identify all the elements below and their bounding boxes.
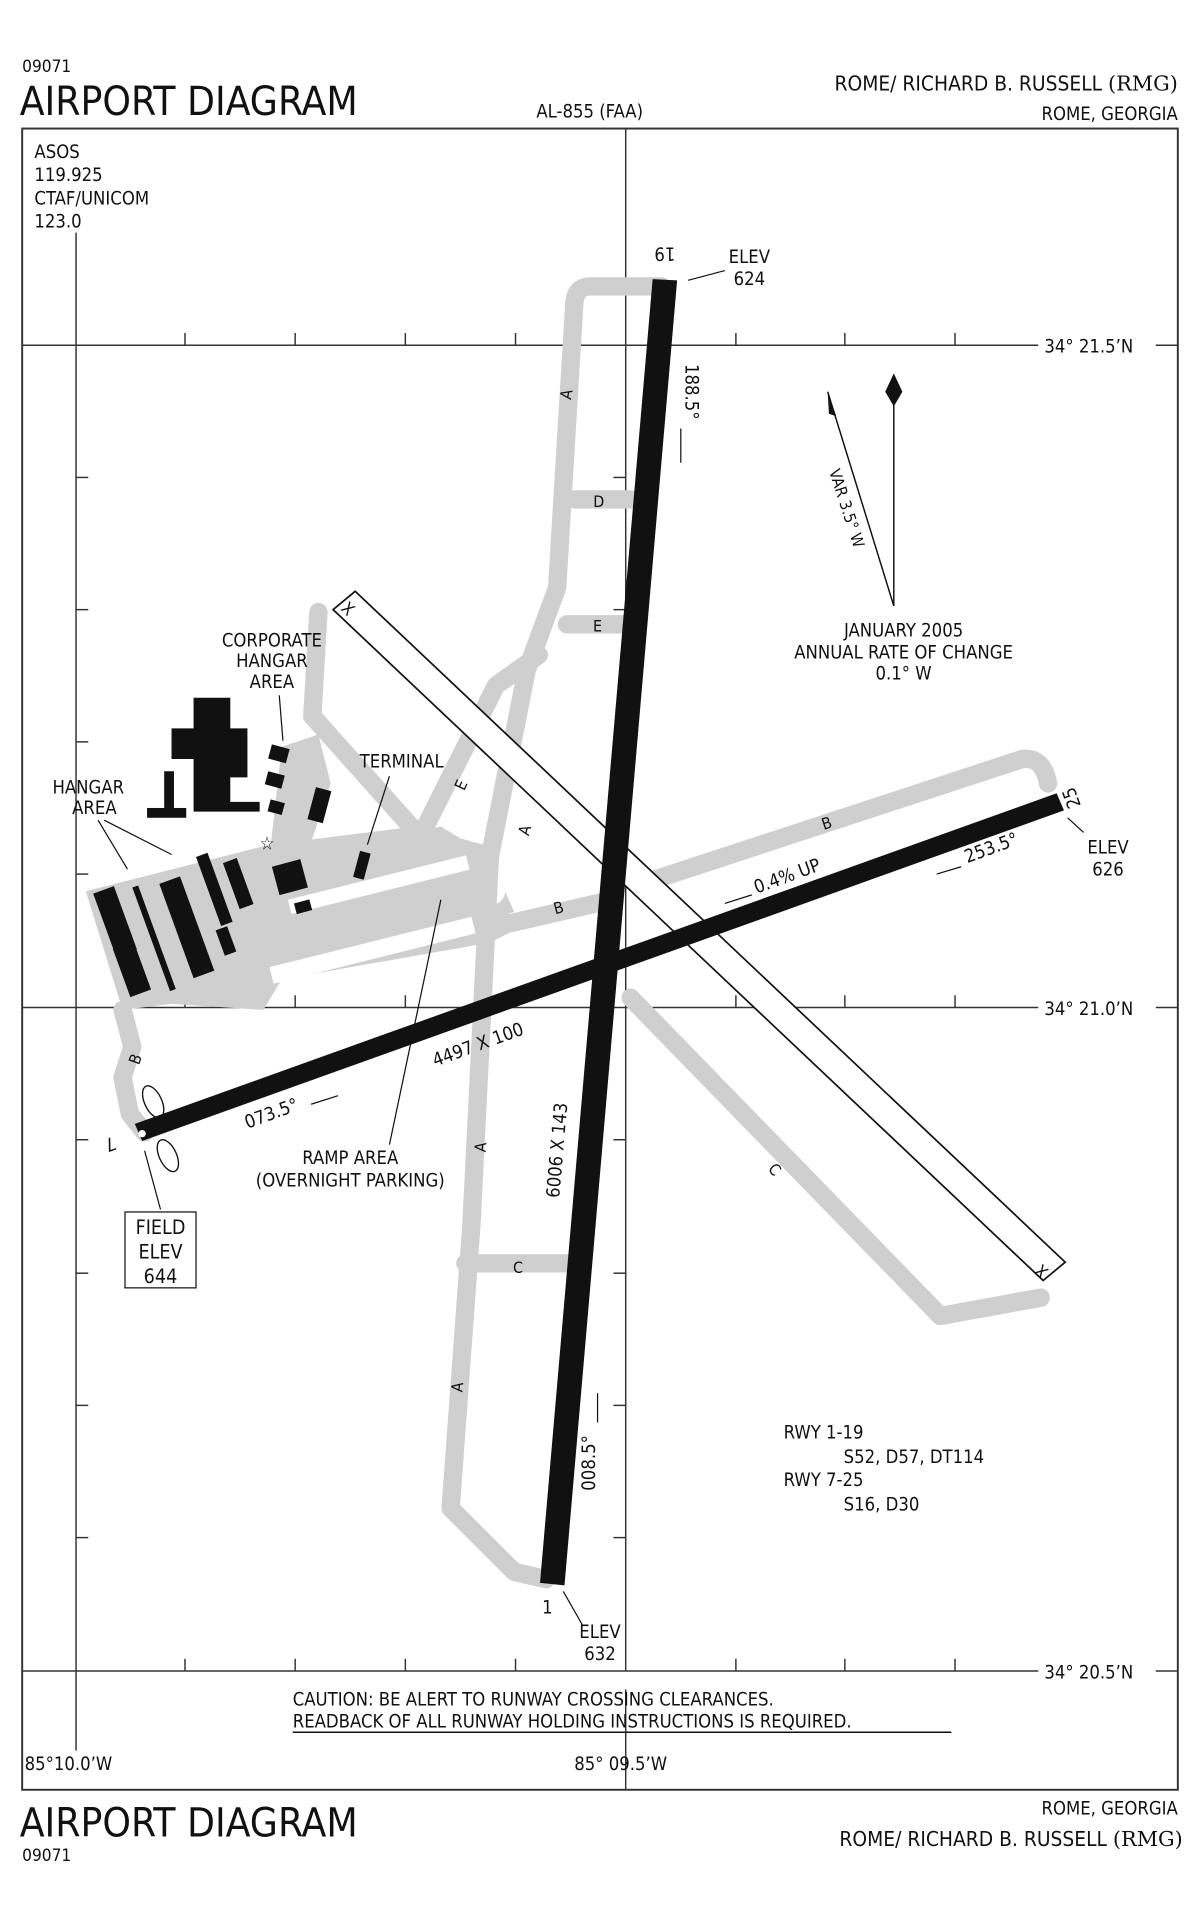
hangar-area-label: HANGAR AREA (52, 777, 172, 870)
svg-text:CTAF/UNICOM: CTAF/UNICOM (34, 188, 149, 209)
svg-text:644: 644 (144, 1265, 178, 1288)
lat-top-label: 34° 21.5’N (1044, 337, 1133, 358)
runway-strength: RWY 1-19 S52, D57, DT114 RWY 7-25 S16, D… (784, 1422, 985, 1515)
rwy1-elev-pointer (562, 1591, 584, 1627)
rwy19-elev-label: ELEV (729, 247, 771, 268)
svg-text:0.1° W: 0.1° W (876, 663, 932, 684)
buildings (93, 697, 371, 998)
svg-text:S52, D57, DT114: S52, D57, DT114 (844, 1447, 985, 1468)
wind-indicator-icon (141, 1085, 180, 1173)
rwy25-number: 25 (1059, 784, 1086, 811)
rwy1-number: 1 (542, 1598, 553, 1619)
beacon-star-icon: ☆ (260, 834, 275, 855)
svg-text:ASOS: ASOS (34, 142, 79, 163)
svg-text:HANGAR: HANGAR (52, 777, 124, 798)
lat-bottom-label: 34° 20.5’N (1044, 1662, 1133, 1683)
svg-text:B: B (551, 897, 565, 918)
rwy25-elev-pointer (1067, 817, 1084, 833)
svg-text:123.0: 123.0 (34, 212, 81, 233)
footer-title: AIRPORT DIAGRAM (20, 1799, 358, 1846)
city-state: ROME, GEORGIA (1041, 104, 1178, 125)
chart-number: 09071 (22, 57, 71, 77)
svg-text:E: E (593, 617, 602, 636)
magnetic-north-arrow-icon (827, 391, 837, 417)
svg-text:119.925: 119.925 (34, 165, 102, 186)
terminal-label: TERMINAL (359, 752, 445, 845)
svg-text:A: A (447, 1381, 467, 1393)
runway-1-19 (540, 279, 678, 1586)
rwy7-threshold-light (138, 1129, 146, 1138)
rwy7-heading-arrow (310, 1095, 339, 1105)
svg-text:(OVERNIGHT PARKING): (OVERNIGHT PARKING) (256, 1170, 445, 1191)
comms-info: ASOS 119.925 CTAF/UNICOM 123.0 (34, 142, 149, 233)
rwy19-elev-pointer (687, 269, 726, 281)
rwy1-elev: 632 (584, 1644, 616, 1665)
grid-ticks (76, 332, 956, 1672)
svg-text:A: A (514, 823, 535, 838)
svg-text:C: C (764, 1159, 785, 1180)
svg-text:AREA: AREA (250, 672, 295, 693)
svg-text:ANNUAL RATE OF CHANGE: ANNUAL RATE OF CHANGE (794, 643, 1013, 664)
svg-text:D: D (593, 492, 604, 511)
svg-text:S16, D30: S16, D30 (844, 1495, 920, 1516)
airport-name: ROME/ RICHARD B. RUSSELL (RMG) (834, 72, 1177, 96)
rwy19-number: 19 (654, 242, 675, 263)
corporate-hangar-label: CORPORATE HANGAR AREA (222, 630, 322, 741)
lon-mid-label: 85° 09.5’W (574, 1754, 667, 1775)
taxiways (113, 277, 1058, 1589)
magnetic-variation: VAR 3.5° W JANUARY 2005 ANNUAL RATE OF C… (794, 373, 1013, 684)
svg-text:A: A (556, 388, 576, 401)
svg-text:TERMINAL: TERMINAL (359, 752, 445, 773)
runway-7-25 (134, 793, 1064, 1141)
rwy25-elev-label: ELEV (1087, 837, 1129, 858)
true-north-arrow-icon (885, 373, 903, 407)
svg-text:RAMP AREA: RAMP AREA (302, 1148, 399, 1169)
svg-text:C: C (513, 1258, 523, 1277)
footer-chart-number: 09071 (22, 1846, 71, 1866)
rwy25-heading-arrow (936, 866, 962, 875)
diagram-frame (21, 127, 1179, 1791)
svg-text:AREA: AREA (72, 798, 117, 819)
svg-text:VAR 3.5° W: VAR 3.5° W (825, 466, 868, 550)
chart-title: AIRPORT DIAGRAM (20, 78, 358, 125)
grid-lines (22, 128, 1178, 1790)
svg-text:FIELD: FIELD (136, 1216, 186, 1239)
lon-left-label: 85°10.0’W (25, 1754, 113, 1775)
rwy7-number: 7 (102, 1132, 119, 1155)
svg-text:CORPORATE: CORPORATE (222, 630, 322, 651)
ramp-area-label: RAMP AREA (OVERNIGHT PARKING) (256, 899, 445, 1191)
svg-text:JANUARY 2005: JANUARY 2005 (843, 621, 963, 642)
footer-airport-name: ROME/ RICHARD B. RUSSELL (RMG) (839, 1827, 1182, 1851)
svg-text:READBACK OF ALL RUNWAY HOLDING: READBACK OF ALL RUNWAY HOLDING INSTRUCTI… (293, 1711, 852, 1732)
rwy19-elev: 624 (734, 269, 766, 290)
rwy-slope-arrow (724, 894, 752, 905)
svg-text:RWY 1-19: RWY 1-19 (784, 1422, 864, 1443)
svg-text:A: A (471, 1141, 491, 1153)
procedure-id: AL-855 (FAA) (536, 102, 643, 123)
field-elevation-box: FIELD ELEV 644 (124, 1150, 197, 1289)
footer-city-state: ROME, GEORGIA (1041, 1798, 1178, 1819)
rwy1-elev-label: ELEV (579, 1622, 621, 1643)
caution-note: CAUTION: BE ALERT TO RUNWAY CROSSING CLE… (292, 1689, 952, 1733)
svg-text:ELEV: ELEV (138, 1240, 182, 1263)
rwy-1-19-dimensions: 6006 X 143 (543, 1102, 572, 1199)
svg-text:RWY 7-25: RWY 7-25 (784, 1470, 864, 1491)
svg-text:CAUTION: BE ALERT TO RUNWAY CR: CAUTION: BE ALERT TO RUNWAY CROSSING CLE… (293, 1689, 774, 1710)
rwy1-heading: 008.5° (579, 1435, 600, 1491)
lat-mid-label: 34° 21.0’N (1044, 999, 1133, 1020)
rwy19-heading: 188.5° (681, 364, 702, 420)
rwy25-elev: 626 (1092, 859, 1124, 880)
svg-text:HANGAR: HANGAR (236, 651, 308, 672)
